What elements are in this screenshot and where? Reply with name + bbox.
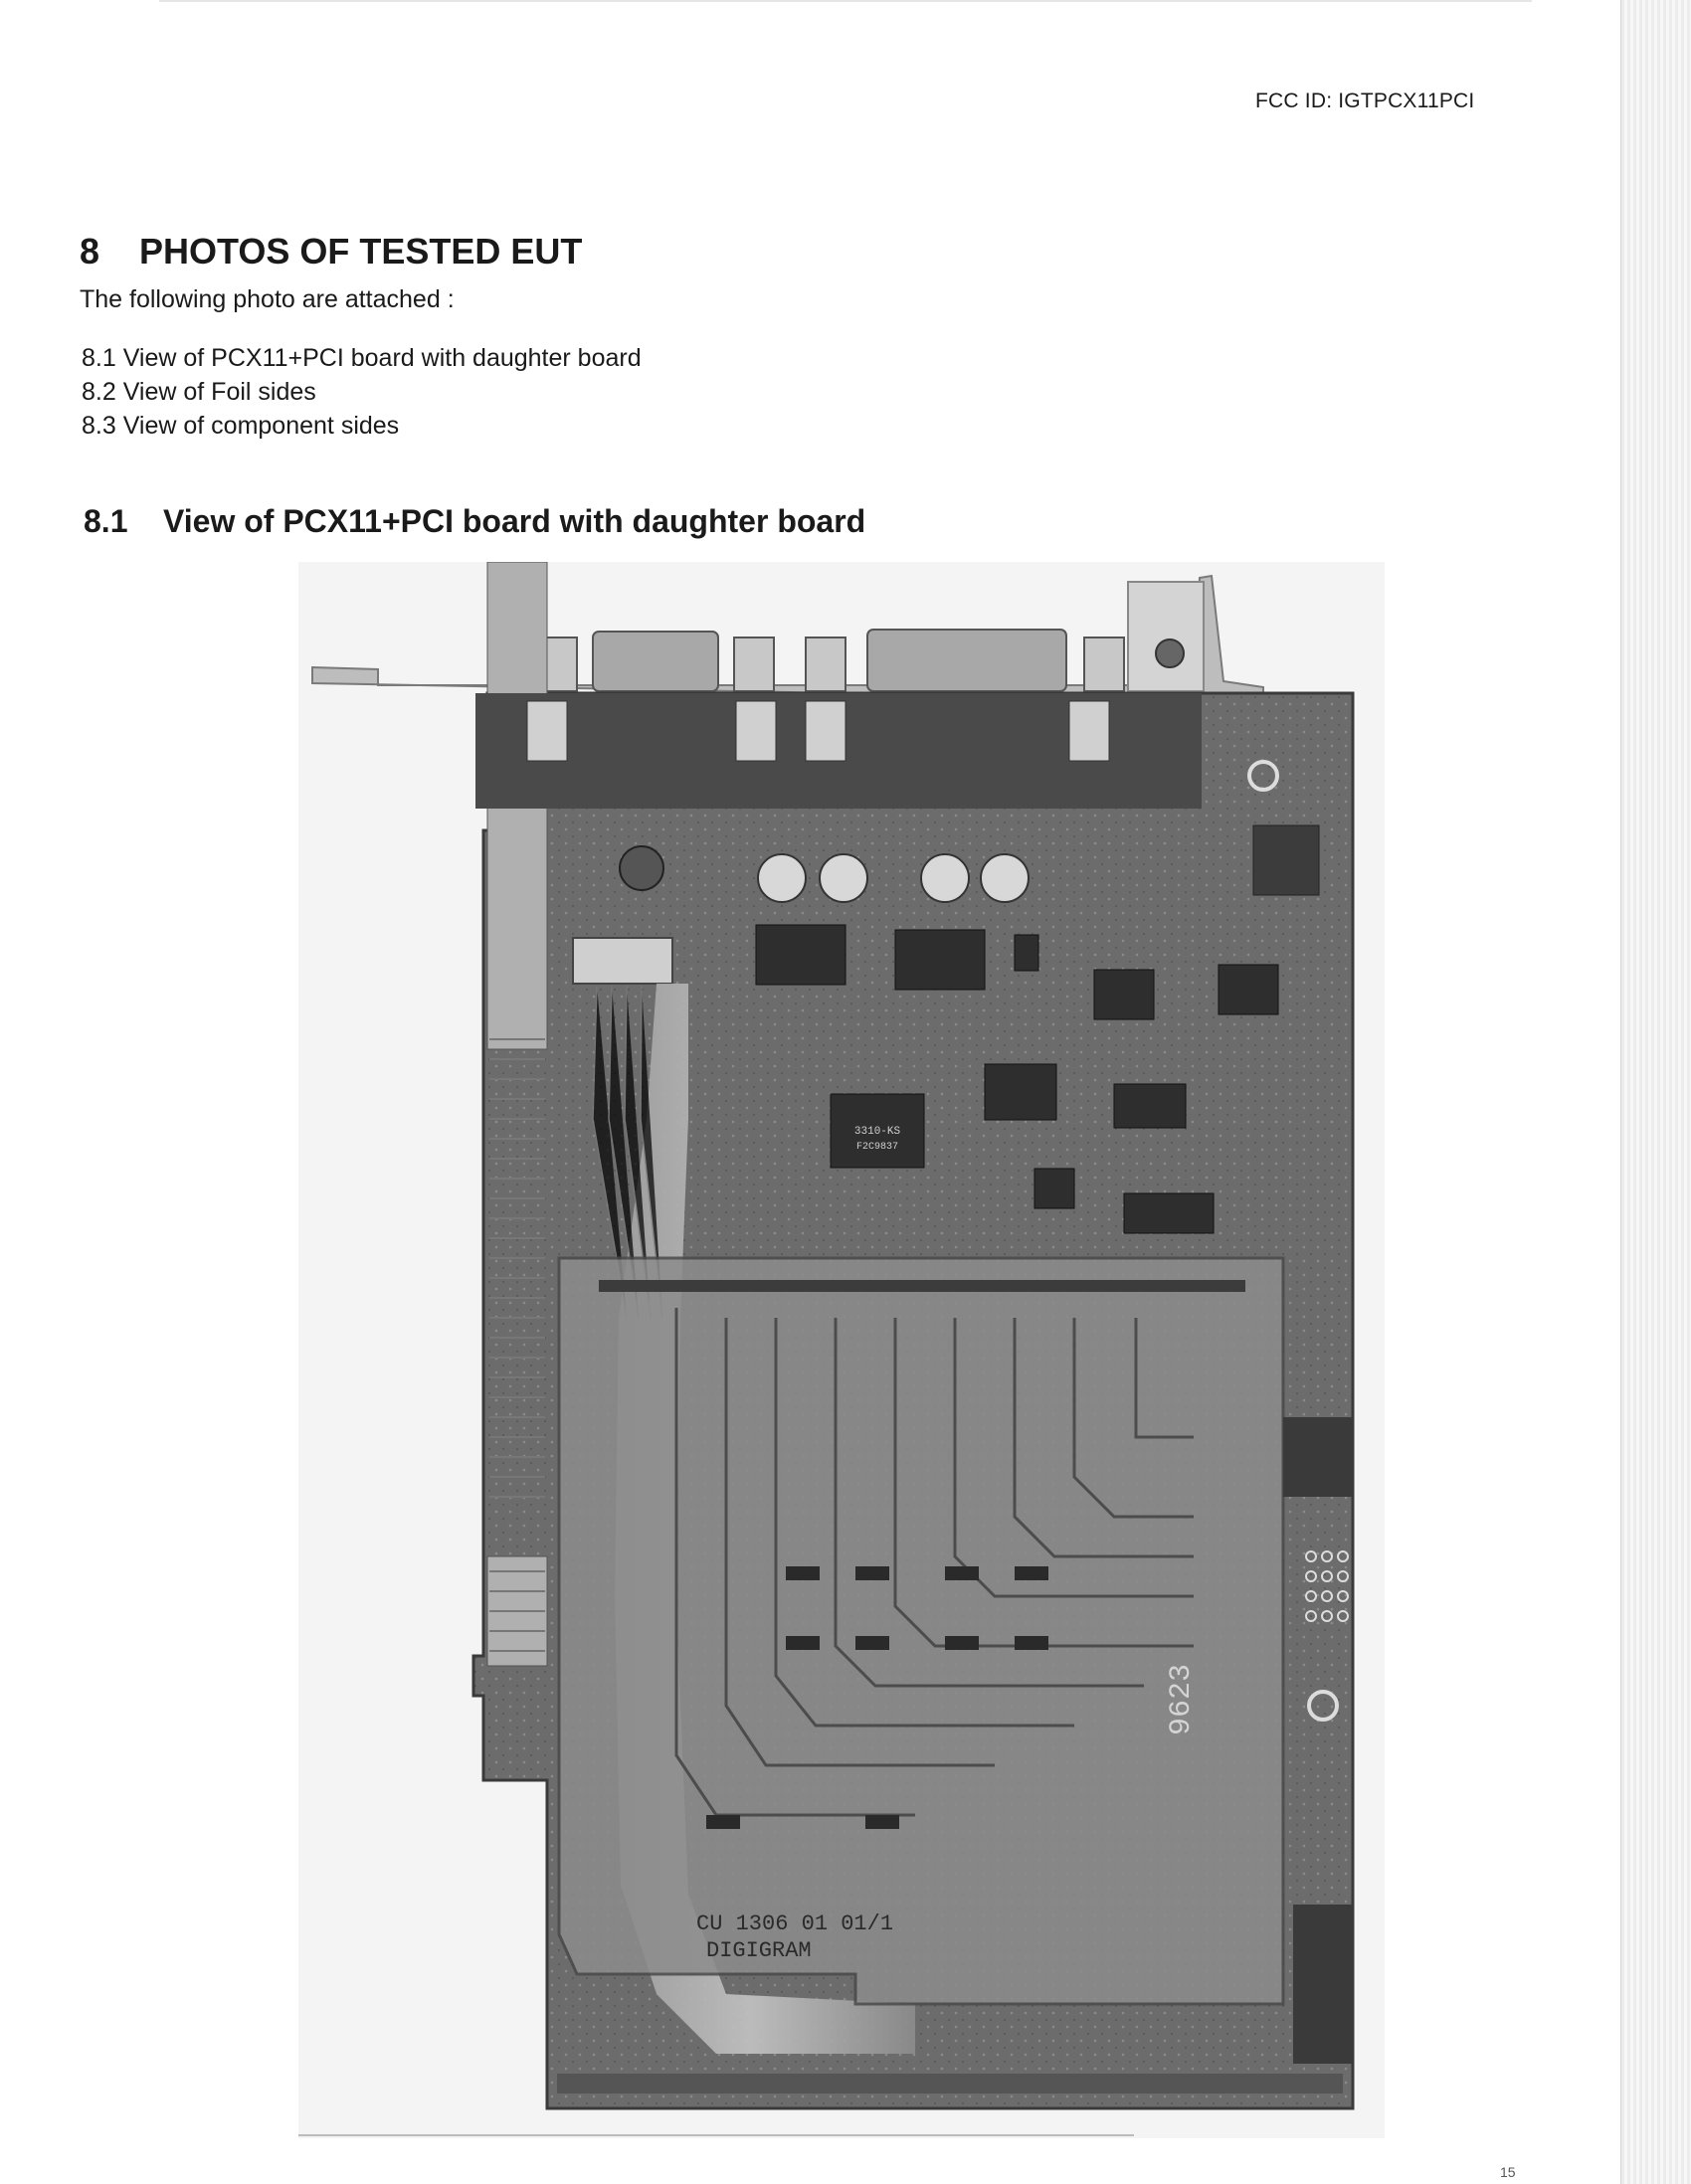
fcc-id: FCC ID: IGTPCX11PCI bbox=[1255, 90, 1475, 112]
list-item: 8.1 View of PCX11+PCI board with daughte… bbox=[82, 344, 642, 372]
section-title: PHOTOS OF TESTED EUT bbox=[139, 231, 583, 272]
chip-label-main: 3310-KS bbox=[854, 1126, 901, 1138]
section-intro: The following photo are attached : bbox=[80, 285, 455, 313]
list-item: 8.2 View of Foil sides bbox=[82, 378, 316, 406]
subsection-title: View of PCX11+PCI board with daughter bo… bbox=[163, 503, 866, 539]
section-heading: 8 PHOTOS OF TESTED EUT bbox=[80, 231, 582, 273]
photo-bottom-line bbox=[298, 2134, 1134, 2136]
board-photo: 3310-KS F2C9837 bbox=[298, 562, 1385, 2138]
board-code-label: 9623 bbox=[1165, 1664, 1199, 1735]
subsection-heading: 8.1 View of PCX11+PCI board with daughter… bbox=[84, 503, 865, 540]
silk-label-1: CU 1306 01 01/1 bbox=[696, 1911, 893, 1936]
silk-label-2: DIGIGRAM bbox=[706, 1938, 812, 1963]
scan-edge bbox=[1620, 0, 1691, 2184]
list-item: 8.3 View of component sides bbox=[82, 412, 400, 440]
scan-top-line bbox=[159, 0, 1532, 2]
subsection-number: 8.1 bbox=[84, 503, 128, 539]
section-number: 8 bbox=[80, 231, 100, 272]
chip-label-code: F2C9837 bbox=[856, 1142, 898, 1153]
page-number: 15 bbox=[1500, 2164, 1516, 2180]
photo-list: 8.1 View of PCX11+PCI board with daughte… bbox=[82, 341, 642, 443]
